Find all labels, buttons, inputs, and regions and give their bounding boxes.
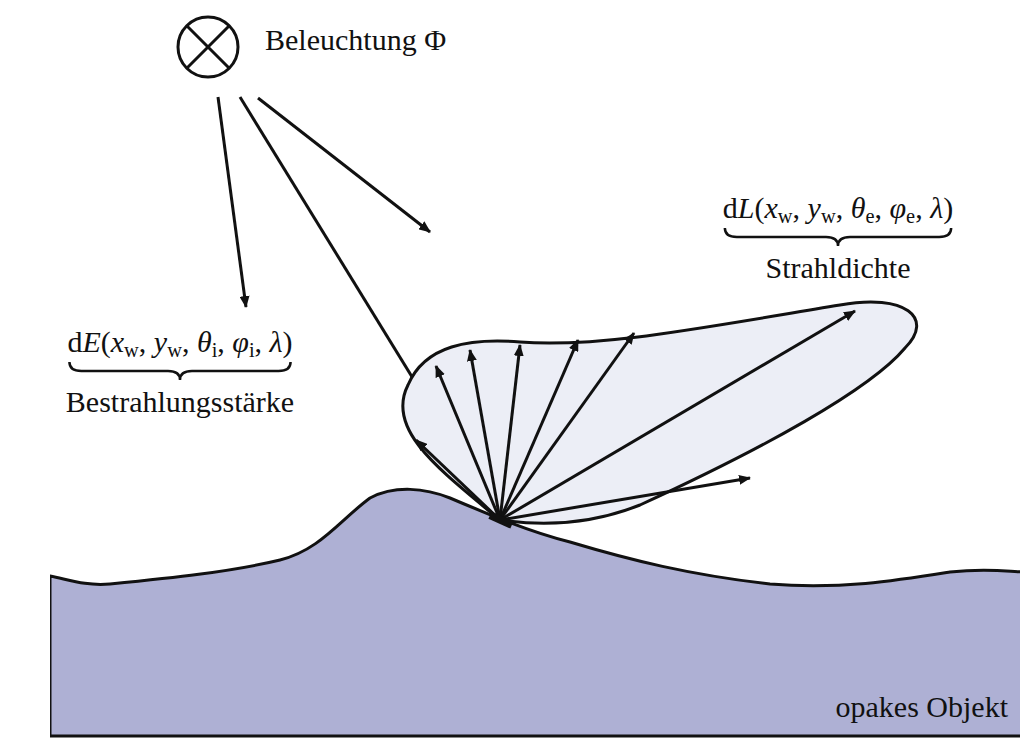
formula-label: dL(xw, yw, θe, φe, λ) — [723, 190, 953, 226]
underbraces — [69, 228, 951, 380]
reflection-lobe — [403, 302, 917, 523]
underbrace — [69, 362, 290, 380]
formula-label: dE(xw, yw, θi, φi, λ) — [67, 324, 292, 360]
reflected-rays — [416, 311, 855, 520]
quantity-name: Strahldichte — [766, 250, 911, 286]
object-region: opakes Objekt — [50, 480, 1020, 739]
quantity-name: Bestrahlungsstärke — [66, 384, 294, 420]
light-source-symbol — [178, 17, 238, 77]
underbrace — [725, 228, 951, 246]
source-label: Beleuchtung Φ — [265, 22, 446, 58]
object-label: opakes Objekt — [836, 689, 1008, 725]
